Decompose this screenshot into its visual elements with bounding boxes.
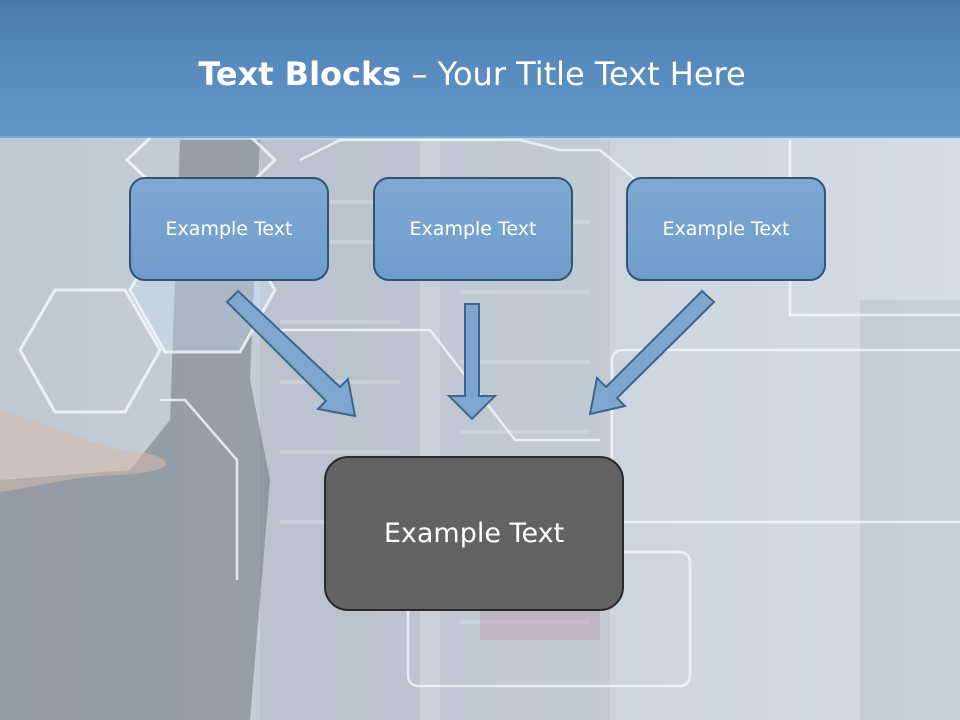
text-block-2[interactable]: Example Text (373, 177, 573, 281)
text-block-1-label: Example Text (165, 218, 293, 240)
text-block-3[interactable]: Example Text (626, 177, 826, 281)
arrow-center (446, 303, 498, 421)
arrow-right (588, 289, 716, 416)
title-rest-text: Your Title Text Here (437, 55, 746, 93)
title-separator: – (411, 55, 428, 93)
title-bold-text: Text Blocks (198, 55, 402, 93)
main-text-block[interactable]: Example Text (324, 456, 624, 611)
main-text-block-label: Example Text (383, 518, 565, 549)
text-block-1[interactable]: Example Text (129, 177, 329, 281)
text-block-2-label: Example Text (409, 218, 537, 240)
title-bar: Text Blocks – Your Title Text Here (0, 0, 960, 138)
arrow-left (225, 289, 357, 418)
slide-title: Text Blocks – Your Title Text Here (0, 54, 944, 94)
text-block-3-label: Example Text (662, 218, 790, 240)
